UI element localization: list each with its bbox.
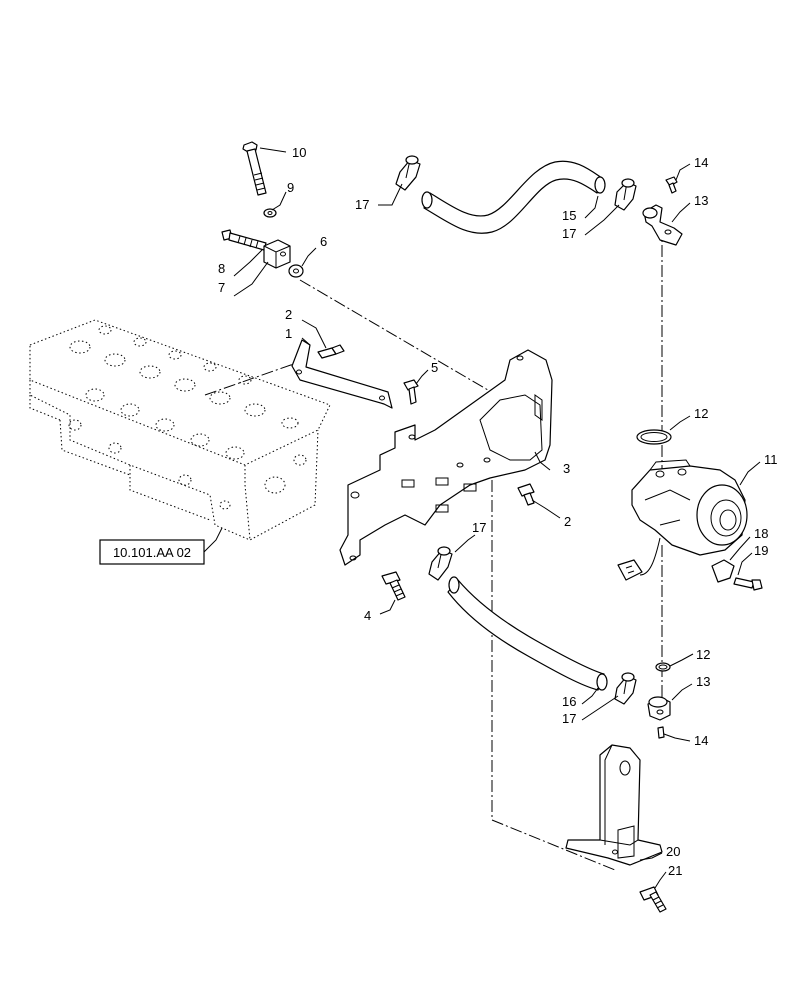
elbow-fitting-13-upper: [642, 204, 683, 246]
bolt-5: [403, 379, 419, 405]
hose-clamp-17-lower: [614, 672, 637, 705]
support-bracket-1: [291, 339, 393, 409]
mounting-bracket-3: [339, 349, 553, 566]
callout-18: 18: [754, 526, 768, 541]
bolt-8: [221, 229, 267, 251]
bolt-2-lower: [517, 483, 535, 506]
callout-8: 8: [218, 261, 225, 276]
fitting-13-lower: [647, 696, 671, 721]
callout-5: 5: [431, 360, 438, 375]
leader-lines: [233, 147, 761, 889]
clip-18: [711, 559, 735, 583]
callout-17-lower: 17: [562, 711, 576, 726]
bolt-21: [639, 886, 667, 913]
hose-clamp-17-middle: [428, 546, 453, 581]
callout-6: 6: [320, 234, 327, 249]
hose-15: [421, 160, 606, 234]
bolt-4: [381, 571, 406, 601]
callout-17-upper-left: 17: [355, 197, 369, 212]
callout-14-upper: 14: [694, 155, 708, 170]
bolt-19: [733, 577, 763, 591]
callout-13-lower: 13: [696, 674, 710, 689]
callout-7: 7: [218, 280, 225, 295]
callout-9: 9: [287, 180, 294, 195]
o-ring-12-lower: [655, 662, 671, 672]
callout-11: 11: [764, 452, 778, 467]
phantom-lines: [204, 225, 663, 871]
callout-14-lower: 14: [694, 733, 708, 748]
callout-12-lower: 12: [696, 647, 710, 662]
callout-labels: 10 9 8 7 6 17 15 17 14 13 2 1 5 12 11 3 …: [218, 145, 778, 878]
callout-10: 10: [292, 145, 306, 160]
hose-clamp-17-upper-right: [614, 178, 637, 211]
callout-16: 16: [562, 694, 576, 709]
bolt-14-lower: [657, 726, 665, 739]
bolt-14-upper: [665, 176, 678, 194]
hose-clamp-17-upper-left: [395, 155, 421, 191]
hose-16: [447, 576, 608, 691]
callout-12-upper: 12: [694, 406, 708, 421]
callout-2-upper: 2: [285, 307, 292, 322]
callout-4: 4: [364, 608, 371, 623]
washer-9: [263, 208, 277, 218]
bolt-2-upper: [317, 344, 345, 359]
clamp-block-7: [263, 239, 291, 269]
callout-15: 15: [562, 208, 576, 223]
callout-21: 21: [668, 863, 682, 878]
reference-box[interactable]: 10.101.AA 02: [99, 527, 223, 565]
callout-17-middle: 17: [472, 520, 486, 535]
callout-19: 19: [754, 543, 768, 558]
cylinder-head-outline: [29, 319, 331, 541]
reference-box-label: 10.101.AA 02: [113, 545, 191, 560]
callout-17-upper-right: 17: [562, 226, 576, 241]
callout-1: 1: [285, 326, 292, 341]
spacer-6: [288, 264, 304, 278]
callout-3: 3: [563, 461, 570, 476]
callout-13-upper: 13: [694, 193, 708, 208]
bracket-20: [565, 744, 663, 866]
o-ring-12-upper: [636, 429, 672, 445]
pump-11: [617, 459, 748, 581]
callout-2-lower: 2: [564, 514, 571, 529]
bolt-10: [242, 141, 267, 196]
callout-20: 20: [666, 844, 680, 859]
